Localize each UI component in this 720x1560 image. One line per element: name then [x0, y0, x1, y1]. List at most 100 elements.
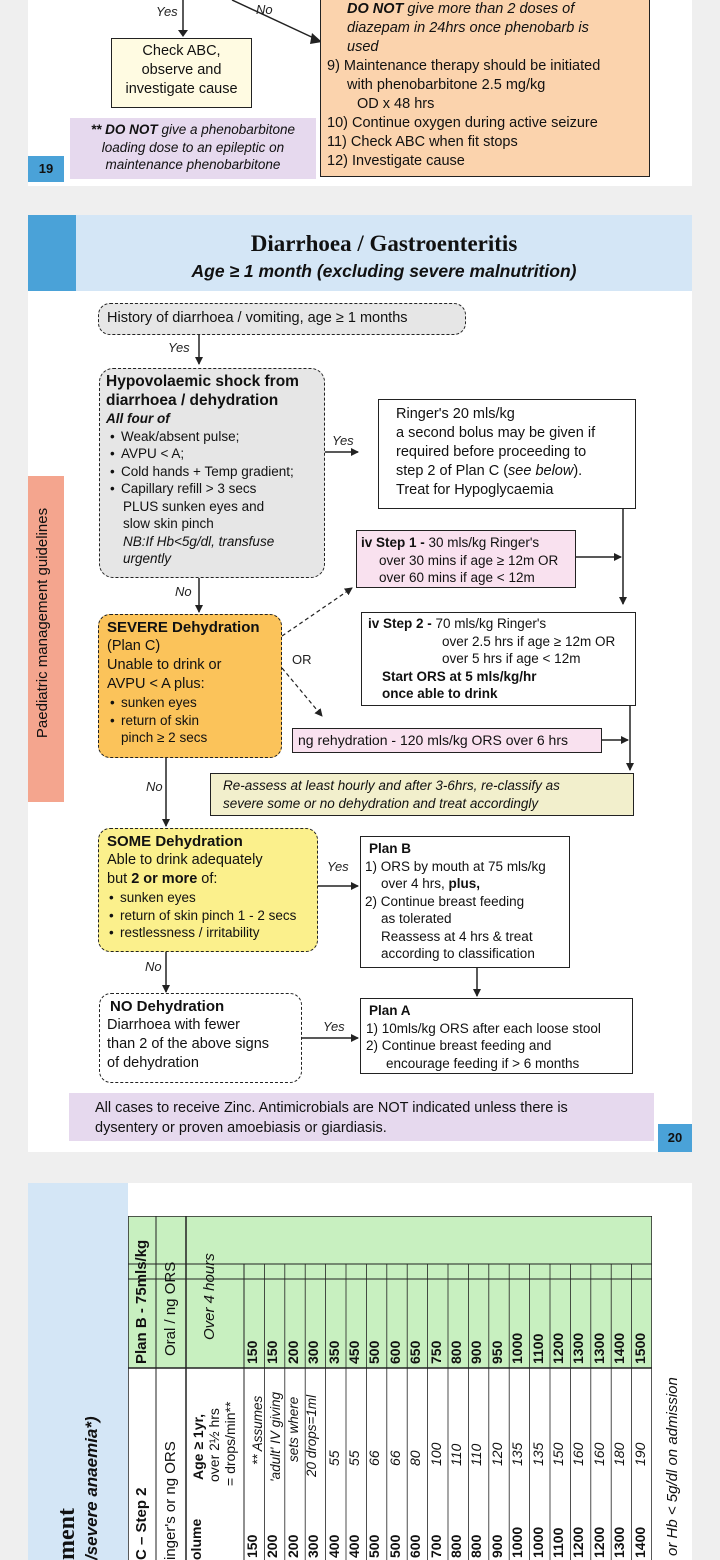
none-line-3: of dehydration	[107, 1055, 199, 1071]
volume-value: 400	[346, 1534, 362, 1558]
oral-header: Oral / ng ORS	[162, 1261, 179, 1356]
volume-value: 400	[325, 1534, 342, 1558]
volume-value: 1100	[550, 1527, 566, 1558]
ringers-paren: ).	[573, 463, 583, 479]
drops-value: 100	[427, 1442, 444, 1466]
drops-value: 120	[488, 1442, 505, 1466]
plan-b-value: 950	[488, 1340, 505, 1364]
plan-a-title: Plan A	[369, 1003, 411, 1018]
stepc-header: C – Step 2	[133, 1487, 150, 1560]
dose-table-grid	[128, 1216, 652, 1560]
or-label: OR	[292, 652, 312, 667]
some-line-1: Able to drink adequately	[107, 852, 263, 868]
age-header-3: = drops/min**	[222, 1401, 238, 1486]
none-line-1: Diarrhoea with fewer	[107, 1017, 240, 1033]
iv2-line-4: Start ORS at 5 mls/kg/hr	[382, 668, 537, 684]
drops-value: 55	[346, 1450, 362, 1466]
page-title: Diarrhoea / Gastroenteritis	[250, 231, 518, 256]
orange-line-2: diazepam in 24hrs once phenobarb is	[347, 20, 589, 36]
some-box: SOME Dehydration Able to drink adequatel…	[98, 828, 318, 952]
none-title: NO Dehydration	[110, 998, 225, 1015]
ringers-step: step 2 of Plan C (	[396, 463, 509, 479]
plan-a-line-3: encourage feeding if > 6 months	[386, 1055, 580, 1071]
check-abc-box: Check ABC, observe and investigate cause	[111, 38, 252, 108]
plan-b-value: 1200	[550, 1332, 566, 1364]
shock-plus-2: slow skin pinch	[123, 516, 214, 531]
plan-b-line-3: 2) Continue breast feeding	[365, 893, 525, 909]
shock-criterion: Weak/absent pulse;	[110, 428, 318, 446]
page-20-header-band	[28, 215, 692, 291]
some-line-2: but 2 or more of:	[107, 870, 309, 889]
iv2-dose: 70 mls/kg Ringer's	[431, 616, 547, 631]
drops-value: 55	[325, 1450, 342, 1466]
volume-value: 1000	[509, 1526, 526, 1558]
iv1-dose: 30 mls/kg Ringer's	[424, 535, 540, 550]
volume-value: 1400	[631, 1526, 648, 1558]
plan-b-value: 350	[325, 1340, 342, 1364]
history-text: History of diarrhoea / vomiting, age ≥ 1…	[107, 310, 408, 326]
volume-value: 1300	[611, 1526, 628, 1558]
volume-value: 150	[244, 1534, 260, 1558]
iv-step-1-box: iv Step 1 - 30 mls/kg Ringer's over 30 m…	[356, 530, 576, 588]
drops-value: 150	[550, 1442, 566, 1466]
drops-value: 190	[631, 1442, 648, 1466]
step-11: 11) Check ABC when fit stops	[327, 134, 518, 150]
severe-sign-cont: pinch ≥ 2 secs	[121, 730, 208, 745]
plan-b-line-5: Reassess at 4 hrs & treat	[381, 928, 533, 944]
shock-all-four: All four of	[106, 411, 170, 426]
page-20-corner-tab	[28, 215, 76, 291]
ringers-see-below: see below	[508, 463, 574, 479]
history-yes-label: Yes	[168, 340, 190, 355]
drops-value: 160	[570, 1442, 587, 1466]
shock-no-label: No	[175, 584, 192, 599]
page-19-connectors	[178, 0, 322, 44]
volume-value: 500	[386, 1534, 403, 1558]
iv1-line-3: over 60 mins if age < 12m	[379, 570, 535, 585]
plan-b-value: 450	[346, 1340, 362, 1364]
plan-b-line-1: 1) ORS by mouth at 75 mls/kg	[365, 858, 546, 874]
ng-rehydration-text: ng rehydration - 120 mls/kg ORS over 6 h…	[298, 732, 569, 748]
page-19-content: Yes No Check ABC, observe and investigat…	[0, 0, 720, 186]
severe-signs: sunken eyes return of skin	[107, 694, 273, 729]
plan-b-value: 1300	[590, 1332, 607, 1364]
plan-a-line-2: 2) Continue breast feeding and	[366, 1038, 552, 1053]
drops-value: 180	[611, 1442, 628, 1466]
assumes-4: 20 drops=1ml	[304, 1394, 319, 1477]
table-heading-2: /severe anaemia*)	[82, 1416, 101, 1560]
drops-value: 135	[529, 1442, 546, 1466]
some-of: of:	[197, 871, 218, 887]
plan-b-value: 150	[264, 1340, 281, 1364]
iv2-head: iv Step 2 -	[368, 616, 432, 631]
volume-value: 700	[427, 1534, 444, 1558]
drops-value: 66	[366, 1450, 383, 1466]
volume-value: 300	[305, 1534, 322, 1558]
step-9: 9) Maintenance therapy should be initiat…	[327, 58, 601, 74]
shock-nb-2: urgently	[123, 551, 172, 566]
drops-value: 110	[468, 1443, 485, 1466]
plan-b-value: 200	[284, 1340, 301, 1364]
note-text: give a phenobarbitone loading dose to an…	[101, 122, 296, 172]
orange-line-1: give more than 2 doses of	[403, 1, 575, 17]
some-yes-label: Yes	[327, 859, 349, 874]
top-no-label: No	[256, 2, 273, 17]
ringers-line-5: Treat for Hypoglycaemia	[396, 482, 554, 498]
some-sign: return of skin pinch 1 - 2 secs	[109, 907, 309, 925]
page-number-20: 20	[658, 1124, 692, 1152]
severe-no-label: No	[146, 779, 163, 794]
iv2-line-1: iv Step 2 - 70 mls/kg Ringer's	[368, 615, 629, 633]
page-21-band	[28, 1183, 128, 1560]
over4-header: Over 4 hours	[201, 1253, 218, 1340]
step-9b: with phenobarbitone 2.5 mg/kg	[347, 77, 546, 93]
severe-box: SEVERE Dehydration (Plan C) Unable to dr…	[98, 614, 282, 758]
some-two-or-more: 2 or more	[131, 871, 198, 887]
volume-value: 1000	[529, 1526, 546, 1558]
ringers-header: inger's or ng ORS	[162, 1441, 179, 1560]
table-footnote: or Hb < 5g/dl on admission	[664, 1377, 681, 1556]
assumes-3: sets where	[286, 1396, 301, 1462]
shock-criterion: Cold hands + Temp gradient;	[110, 463, 318, 481]
assumes-1: ** Assumes	[250, 1395, 265, 1465]
plan-b-box: Plan B 1) ORS by mouth at 75 mls/kg over…	[360, 836, 570, 968]
severe-title: SEVERE Dehydration	[107, 619, 260, 636]
severe-sign: sunken eyes	[110, 694, 273, 712]
